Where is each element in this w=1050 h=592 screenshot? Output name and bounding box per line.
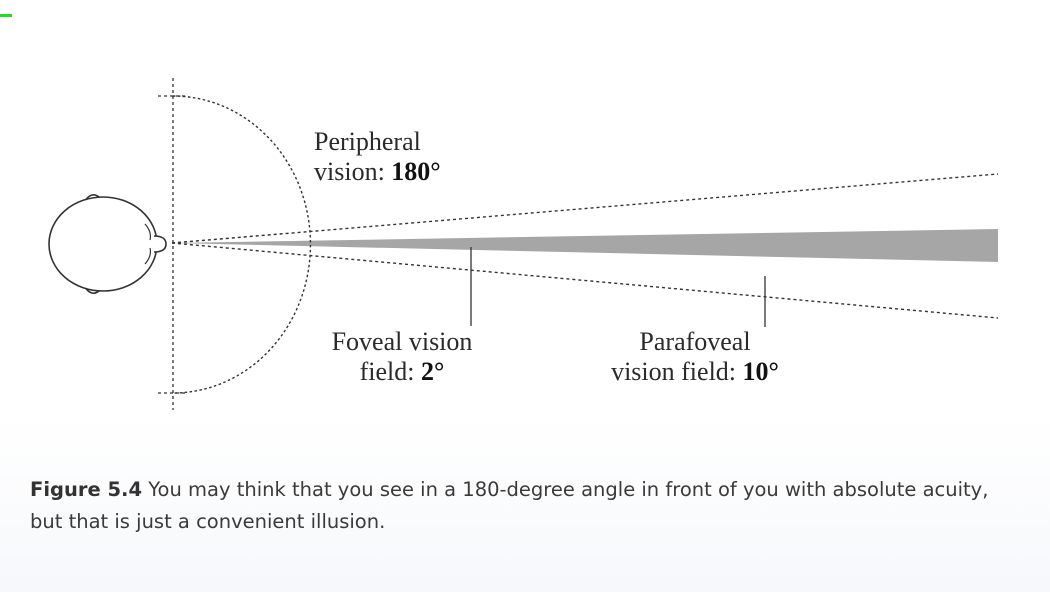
foveal-vision-label: Foveal vision field: 2° [312, 327, 492, 387]
peripheral-label-text: vision: [314, 157, 392, 186]
figure-caption: Figure 5.4 You may think that you see in… [30, 474, 1020, 538]
foveal-label-text: field: [359, 357, 421, 386]
parafoveal-label-line2: vision field: 10° [585, 357, 805, 387]
peripheral-angle-value: 180° [391, 157, 441, 186]
foveal-vision-cone [172, 229, 998, 262]
peripheral-vision-arc [172, 95, 312, 394]
parafoveal-label-line1: Parafoveal [639, 327, 751, 356]
parafoveal-upper-boundary [171, 173, 999, 244]
peripheral-label-line2: vision: 180° [314, 157, 441, 187]
caption-text: You may think that you see in a 180-degr… [30, 478, 989, 533]
foveal-label-line2: field: 2° [312, 357, 492, 387]
corner-marker [0, 14, 12, 17]
parafoveal-angle-value: 10° [742, 357, 779, 386]
peripheral-vision-label: Peripheral vision: 180° [314, 127, 441, 187]
parafoveal-vision-label: Parafoveal vision field: 10° [585, 327, 805, 387]
head-top-view-icon [48, 194, 167, 294]
foveal-angle-value: 2° [420, 357, 445, 386]
parafoveal-lower-boundary [171, 242, 999, 319]
parafoveal-label-text: vision field: [611, 357, 743, 386]
foveal-label-line1: Foveal vision [331, 327, 473, 356]
figure-number: Figure 5.4 [30, 478, 143, 501]
peripheral-label-line1: Peripheral [314, 127, 421, 156]
